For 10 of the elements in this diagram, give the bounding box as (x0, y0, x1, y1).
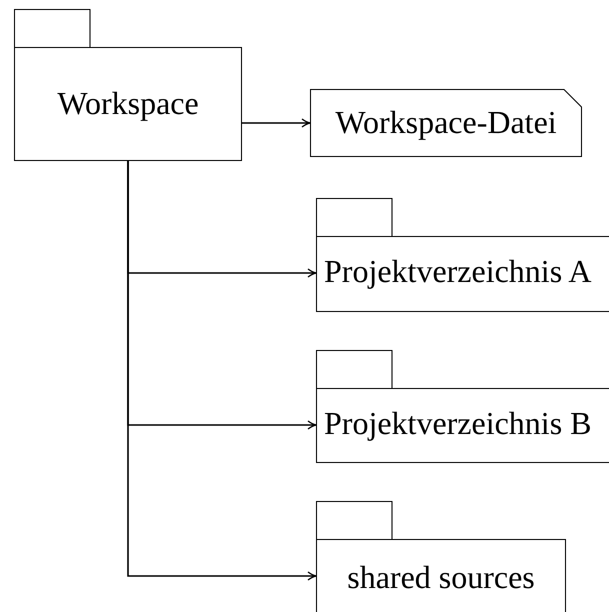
package-folder (14, 9, 242, 161)
folder-label: Projektverzeichnis B (324, 405, 592, 441)
folder-label: Workspace-Datei (334, 104, 558, 140)
folder-label: Workspace (56, 85, 200, 121)
package-folder (316, 501, 566, 612)
folder-label: Projektverzeichnis A (324, 253, 592, 289)
folder-label: shared sources (346, 559, 536, 595)
document-shape (310, 89, 582, 157)
package-folder (316, 198, 609, 312)
package-folder (316, 350, 609, 463)
